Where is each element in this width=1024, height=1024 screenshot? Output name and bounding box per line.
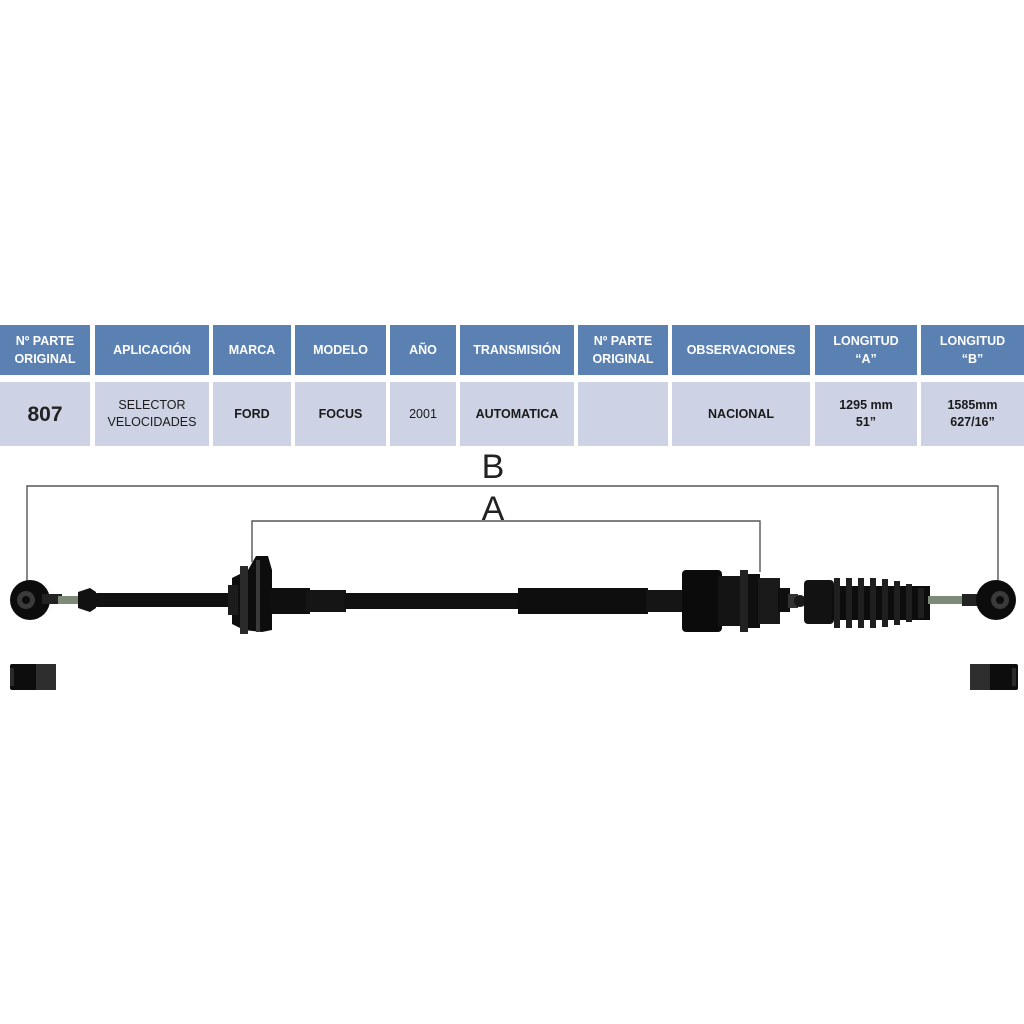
header-length-b: LONGITUD “B” <box>921 325 1024 375</box>
dimension-b-label: B <box>482 450 505 486</box>
joint <box>788 594 798 608</box>
conduit-thick <box>518 588 648 614</box>
value-observations: NACIONAL <box>672 382 810 446</box>
value-model: FOCUS <box>295 382 386 446</box>
value-brand: FORD <box>213 382 291 446</box>
header-observations: OBSERVACIONES <box>672 325 810 375</box>
value-year: 2001 <box>390 382 456 446</box>
value-transmission: AUTOMATICA <box>460 382 574 446</box>
header-transmission: TRANSMISIÓN <box>460 325 574 375</box>
cable-left <box>94 593 234 607</box>
dimension-a: A <box>251 490 761 572</box>
header-brand: MARCA <box>213 325 291 375</box>
cable-diagram: B A <box>10 450 1018 690</box>
left-eyelet <box>10 580 62 620</box>
joint-ring <box>794 595 806 607</box>
right-bushing <box>970 664 1018 690</box>
left-bushing <box>10 664 56 690</box>
conduit-main <box>344 593 520 609</box>
dimension-b: B <box>26 450 999 585</box>
header-model: MODELO <box>295 325 386 375</box>
value-length-a: 1295 mm 51” <box>815 382 917 446</box>
right-rod <box>928 596 974 604</box>
conduit-ferrule <box>270 588 310 614</box>
header-length-a: LONGITUD “A” <box>815 325 917 375</box>
conduit-sleeve-right <box>646 590 686 612</box>
left-fitting <box>78 588 96 612</box>
value-part-number: 807 <box>0 382 90 446</box>
header-year: AÑO <box>390 325 456 375</box>
value-length-b: 1585mm 627/16” <box>921 382 1024 446</box>
left-bracket <box>228 556 272 634</box>
table-row: 807 SELECTOR VELOCIDADES FORD FOCUS 2001… <box>0 382 1024 446</box>
right-eyelet <box>962 580 1016 620</box>
value-part-number-2 <box>578 382 668 446</box>
table-header-row: Nº PARTE ORIGINAL APLICACIÓN MARCA MODEL… <box>0 325 1024 375</box>
left-rod <box>58 596 82 604</box>
header-part-number: Nº PARTE ORIGINAL <box>0 325 90 375</box>
header-application: APLICACIÓN <box>95 325 209 375</box>
rubber-boot <box>804 578 930 628</box>
right-housing <box>682 570 790 632</box>
dimension-a-label: A <box>482 490 505 528</box>
value-application: SELECTOR VELOCIDADES <box>95 382 209 446</box>
header-part-number-2: Nº PARTE ORIGINAL <box>578 325 668 375</box>
conduit-sleeve <box>306 590 346 612</box>
